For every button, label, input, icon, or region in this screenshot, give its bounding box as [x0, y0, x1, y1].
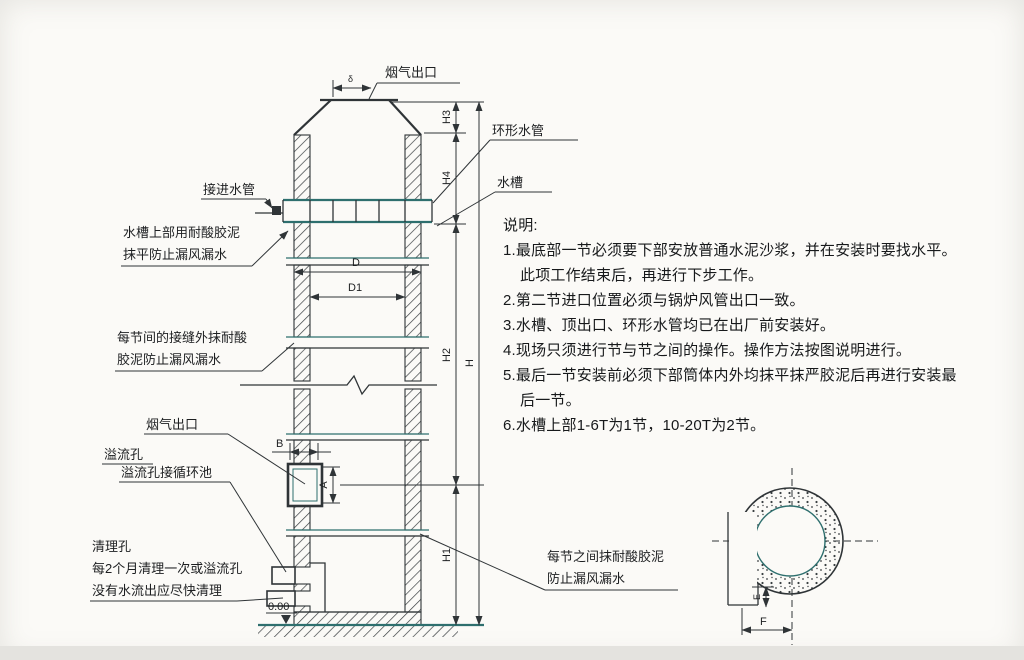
- elevation-value: 0.00: [268, 601, 289, 613]
- notes-heading: 说明:: [503, 217, 538, 234]
- callout-trough-seal: 水槽上部用耐酸胶泥 抹平防止漏风漏水: [121, 225, 289, 267]
- fan-volute-detail: E F: [712, 468, 878, 645]
- dim-H3-label: H3: [441, 110, 453, 124]
- inlet-water-pipe-stub: [255, 206, 283, 215]
- label-cleaning-hole: 清理孔: [92, 539, 131, 554]
- dim-D1: D1: [309, 282, 406, 301]
- label-cleaning-note-2: 没有水流出应尽快清理: [92, 583, 222, 598]
- label-ring-water-pipe: 环形水管: [492, 123, 544, 138]
- dim-F: F: [741, 608, 793, 635]
- note-line-3: 3.水槽、顶出口、环形水管均已在出厂前安装好。: [503, 317, 836, 334]
- label-section-seal-1: 每节之间抹耐酸胶泥: [547, 549, 664, 564]
- label-water-trough: 水槽: [497, 175, 523, 190]
- elevation-triangle-icon: [281, 615, 291, 624]
- dim-B-label: B: [276, 438, 283, 450]
- tower-left-wall: [293, 134, 311, 613]
- dim-B: B: [272, 438, 331, 460]
- label-inlet-water-pipe: 接进水管: [203, 182, 255, 197]
- note-line-5b: 后一节。: [520, 392, 581, 409]
- dim-H2-label: H2: [441, 348, 453, 362]
- elevation-marker: 0.00: [266, 601, 297, 624]
- note-line-5: 5.最后一节安装前必须下部筒体内外均抹平抹严胶泥后再进行安装最: [503, 367, 957, 384]
- note-line-2: 2.第二节进口位置必须与锅炉风管出口一致。: [503, 292, 805, 309]
- callout-overflow-hole: 溢流孔 溢流孔接循环池: [102, 447, 287, 573]
- dim-delta-label: δ: [348, 74, 353, 84]
- label-joint-seal-2: 胶泥防止漏风漏水: [117, 352, 221, 367]
- tower-top-cone: [293, 98, 422, 136]
- label-trough-seal-1: 水槽上部用耐酸胶泥: [123, 225, 240, 240]
- callout-flue-gas-outlet-top: 烟气出口: [368, 65, 460, 100]
- dim-D1-label: D1: [348, 282, 362, 294]
- scan-edge-strip: [0, 646, 1024, 660]
- dim-D: D: [293, 257, 422, 276]
- dim-H4-label: H4: [441, 171, 453, 185]
- note-line-1: 1.最底部一节必须要下部安放普通水泥沙浆，并在安装时要找水平。: [503, 242, 957, 259]
- cone-left-side: [293, 99, 332, 136]
- label-overflow-hole: 溢流孔: [104, 447, 143, 462]
- dim-F-label: F: [760, 616, 767, 628]
- label-section-seal-2: 防止漏风漏水: [547, 571, 625, 586]
- dim-delta-top: δ: [332, 74, 372, 97]
- dim-D-label: D: [352, 257, 360, 269]
- callout-section-seal: 每节之间抹耐酸胶泥 防止漏风漏水: [419, 533, 678, 591]
- tower-base: [258, 562, 484, 637]
- callout-joint-seal: 每节间的接缝外抹耐酸 胶泥防止漏风漏水: [115, 330, 295, 372]
- water-trough: [282, 198, 433, 224]
- note-line-4: 4.现场只须进行节与节之间的操作。操作方法按图说明进行。: [503, 342, 912, 359]
- sump-step: [310, 562, 326, 612]
- lower-flue-opening: [286, 462, 324, 508]
- break-line-symbol: [240, 374, 437, 396]
- base-slab: [293, 611, 422, 626]
- ground-hatch: [258, 626, 458, 637]
- callout-inlet-water-pipe: 接进水管: [201, 182, 273, 209]
- section-joint-lines: [286, 257, 429, 537]
- label-trough-seal-2: 抹平防止漏风漏水: [123, 247, 227, 262]
- notes-panel: 说明: 1.最底部一节必须要下部安放普通水泥沙浆，并在安装时要找水平。 此项工作…: [503, 213, 1019, 438]
- dim-H-label: H: [464, 359, 476, 367]
- note-line-1b: 此项工作结束后，再进行下步工作。: [520, 267, 764, 284]
- label-flue-gas-outlet-top: 烟气出口: [385, 65, 437, 80]
- tower-right-wall: [404, 134, 422, 613]
- label-flue-gas-outlet-lower: 烟气出口: [146, 417, 198, 432]
- callout-cleaning-hole: 清理孔 每2个月清理一次或溢流孔 没有水流出应尽快清理: [90, 539, 284, 602]
- dim-heights-right: H3 H4 H2 H1 H: [340, 101, 484, 626]
- dim-A-label: A: [318, 481, 330, 489]
- label-joint-seal-1: 每节间的接缝外抹耐酸: [117, 330, 247, 345]
- note-line-6: 6.水槽上部1-6T为1节，10-20T为2节。: [503, 417, 766, 434]
- label-overflow-to-pool: 溢流孔接循环池: [121, 465, 212, 480]
- label-cleaning-note-1: 每2个月清理一次或溢流孔: [92, 561, 242, 576]
- dim-A: A: [318, 466, 340, 504]
- dim-E: E: [752, 586, 774, 608]
- callout-ring-water-pipe: 环形水管: [432, 123, 578, 204]
- overflow-hole-stub: [271, 566, 296, 585]
- volute-outlet-duct: [729, 512, 757, 604]
- callout-flue-gas-outlet-lower: 烟气出口: [144, 417, 306, 485]
- callout-water-trough: 水槽: [436, 175, 552, 227]
- dim-H1-label: H1: [441, 548, 453, 562]
- volute-stippled-casing: [737, 488, 843, 594]
- cone-right-side: [388, 99, 422, 136]
- dim-E-label: E: [752, 594, 762, 600]
